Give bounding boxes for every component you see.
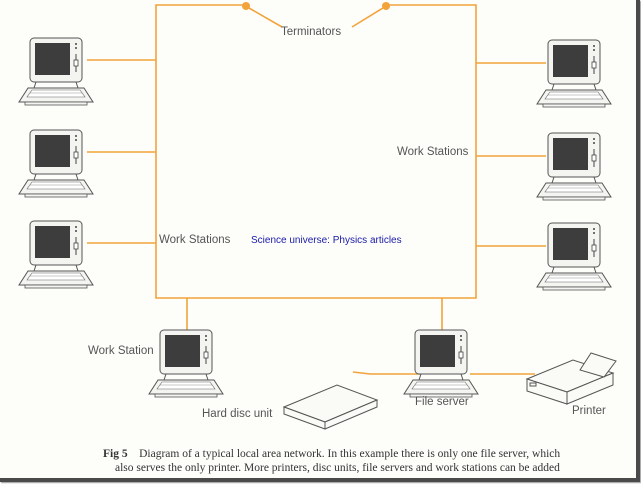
watermark-link[interactable]: Science universe: Physics articles <box>251 235 402 246</box>
hard-disc-unit <box>282 384 379 430</box>
terminator-right <box>382 2 390 10</box>
label-work-stations-left: Work Stations <box>159 234 231 246</box>
label-file-server: File server <box>415 396 469 408</box>
file-server <box>403 329 479 398</box>
printer <box>525 352 617 405</box>
caption-text-1: Diagram of a typical local area network.… <box>139 448 561 460</box>
workstation-left-3 <box>18 220 94 289</box>
label-terminators: Terminators <box>281 26 342 38</box>
label-work-stations-right: Work Stations <box>397 146 469 158</box>
bus-cable <box>87 4 546 375</box>
label-printer: Printer <box>572 405 606 417</box>
workstation-left-2 <box>18 129 94 198</box>
caption-line-1: Fig 5 Diagram of a typical local area ne… <box>103 448 560 460</box>
workstation-right-3 <box>536 222 612 291</box>
label-hard-disc-unit: Hard disc unit <box>202 408 273 420</box>
workstation-right-1 <box>536 39 612 108</box>
workstation-right-2 <box>536 132 612 201</box>
terminator-left <box>242 2 250 10</box>
workstation-bottom <box>148 329 224 398</box>
workstation-left-1 <box>18 37 94 106</box>
caption-line-2: also serves the only printer. More print… <box>115 462 560 474</box>
label-work-station-bottom: Work Station <box>88 345 154 357</box>
figure-label: Fig 5 <box>103 448 128 460</box>
